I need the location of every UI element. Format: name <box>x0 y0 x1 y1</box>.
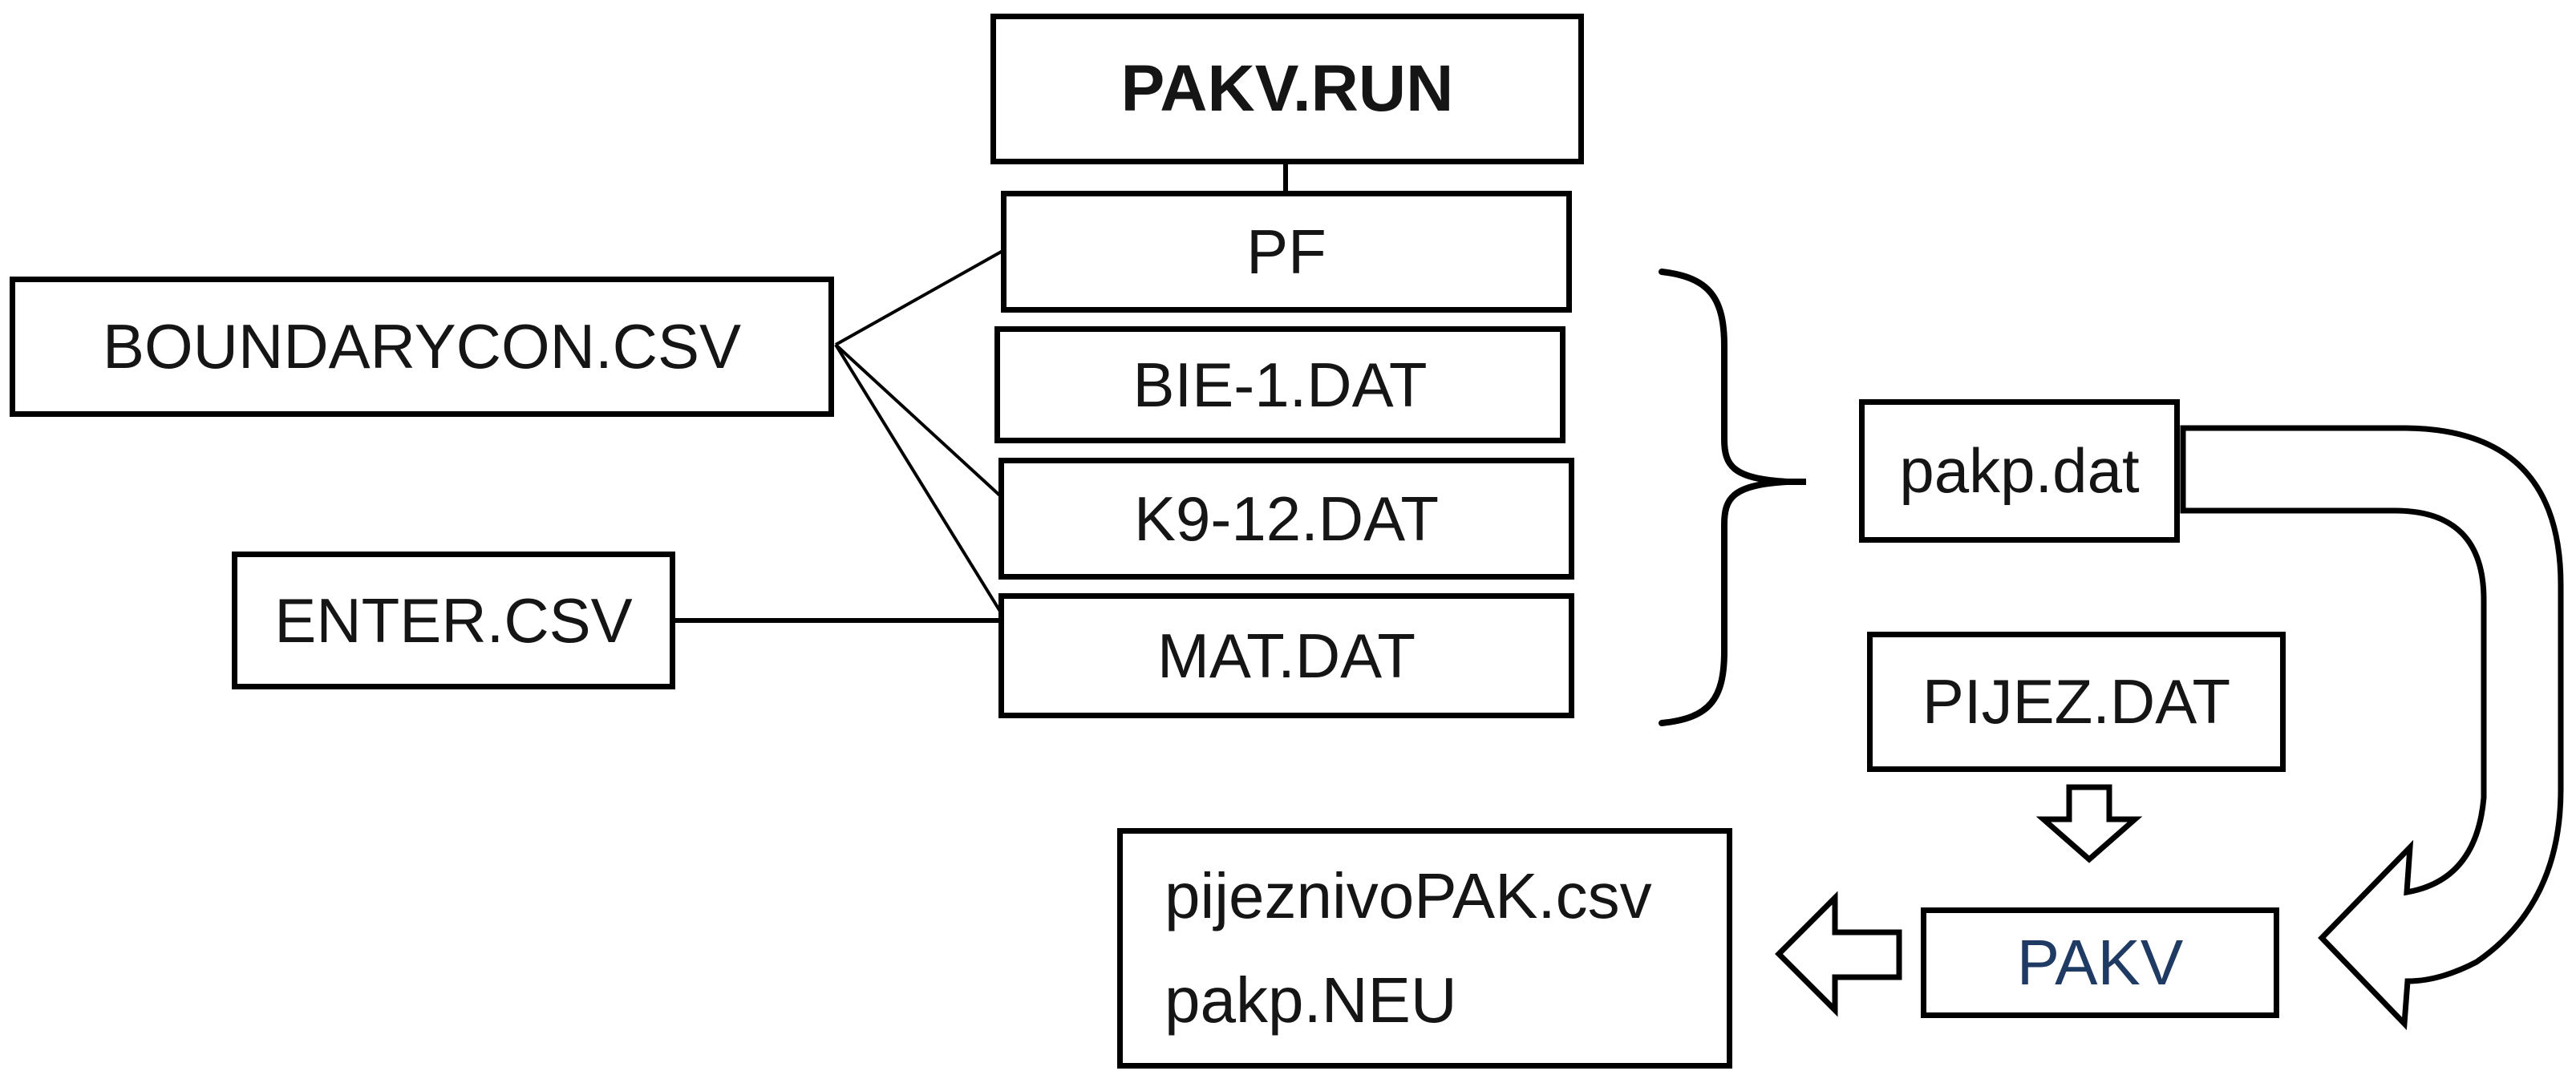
box-pakv-run: PAKV.RUN <box>990 14 1584 164</box>
box-mat-dat: MAT.DAT <box>998 593 1574 718</box>
connector-boundarycon-k912 <box>834 343 1005 500</box>
output-file-csv: pijeznivoPAK.csv <box>1164 860 1652 931</box>
box-enter-csv: ENTER.CSV <box>232 552 675 689</box>
box-pakp-dat-label: pakp.dat <box>1899 435 2140 506</box>
box-boundarycon-csv-label: BOUNDARYCON.CSV <box>102 311 742 382</box>
box-pijez-dat: PIJEZ.DAT <box>1867 632 2286 772</box>
connector-boundarycon-pf <box>835 249 1005 346</box>
box-bie-1-dat-label: BIE-1.DAT <box>1132 349 1428 420</box>
box-mat-dat-label: MAT.DAT <box>1156 620 1416 691</box>
box-pf-label: PF <box>1246 216 1326 287</box>
box-pf: PF <box>1001 191 1572 313</box>
box-pakp-dat: pakp.dat <box>1859 399 2180 543</box>
box-k9-12-dat-label: K9-12.DAT <box>1133 483 1440 554</box>
box-pakv-program-label: PAKV <box>2016 927 2184 998</box>
box-pakv-program: PAKV <box>1921 907 2279 1018</box>
box-k9-12-dat: K9-12.DAT <box>998 458 1574 580</box>
box-boundarycon-csv: BOUNDARYCON.CSV <box>10 277 834 417</box>
output-file-neu: pakp.NEU <box>1164 964 1457 1036</box>
left-arrow-icon <box>1775 891 1902 1017</box>
curved-arrow-icon <box>2180 425 2564 1031</box>
connector-boundarycon-mat <box>834 343 1005 618</box>
curly-brace <box>1659 269 1788 726</box>
box-enter-csv-label: ENTER.CSV <box>274 584 633 656</box>
box-output-files: pijeznivoPAK.csv pakp.NEU <box>1117 828 1732 1069</box>
down-arrow-icon <box>2035 784 2143 863</box>
box-bie-1-dat: BIE-1.DAT <box>994 326 1565 443</box>
box-pakv-run-label: PAKV.RUN <box>1120 52 1454 125</box>
box-pijez-dat-label: PIJEZ.DAT <box>1922 666 2231 737</box>
